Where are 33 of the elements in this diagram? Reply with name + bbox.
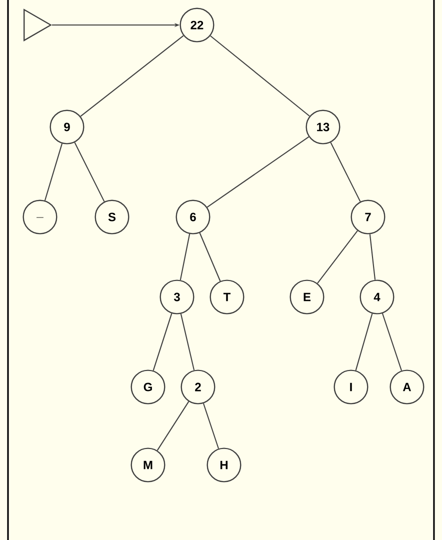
tree-edge (80, 35, 184, 117)
tree-node: A (390, 370, 424, 404)
tree-edge (199, 232, 221, 282)
tree-edge (355, 313, 373, 371)
tree-node: E (290, 280, 324, 314)
tree-node: 3 (160, 280, 194, 314)
tree-node: G (130, 370, 166, 404)
tree-node: 4 (360, 280, 394, 314)
tree-edge (382, 313, 402, 371)
tree-edge (180, 234, 190, 280)
tree-node: 13 (306, 110, 340, 144)
tree-node: S (94, 200, 130, 234)
tree-node: 7 (350, 200, 386, 234)
tree-node: 9 (50, 110, 84, 144)
tree-node: _ (22, 200, 58, 234)
tree-node: H (206, 448, 242, 482)
tree-edge (317, 230, 358, 284)
tree-edge (330, 142, 361, 202)
tree-node: M (130, 448, 166, 482)
tree-edge (180, 314, 195, 370)
tree-node: 2 (180, 370, 216, 404)
tree-edge (202, 403, 220, 449)
tree-node: 6 (176, 200, 210, 234)
tree-edge (369, 234, 376, 280)
tree-edge (152, 313, 172, 371)
tree-node: I (334, 370, 368, 404)
tree-edge (156, 401, 190, 451)
tree-edge (206, 136, 310, 208)
tree-edge (210, 35, 310, 117)
tree-edge (74, 142, 105, 202)
tree-node: T (210, 280, 244, 314)
tree-edge (44, 143, 63, 201)
tree-node: 22 (180, 8, 214, 42)
